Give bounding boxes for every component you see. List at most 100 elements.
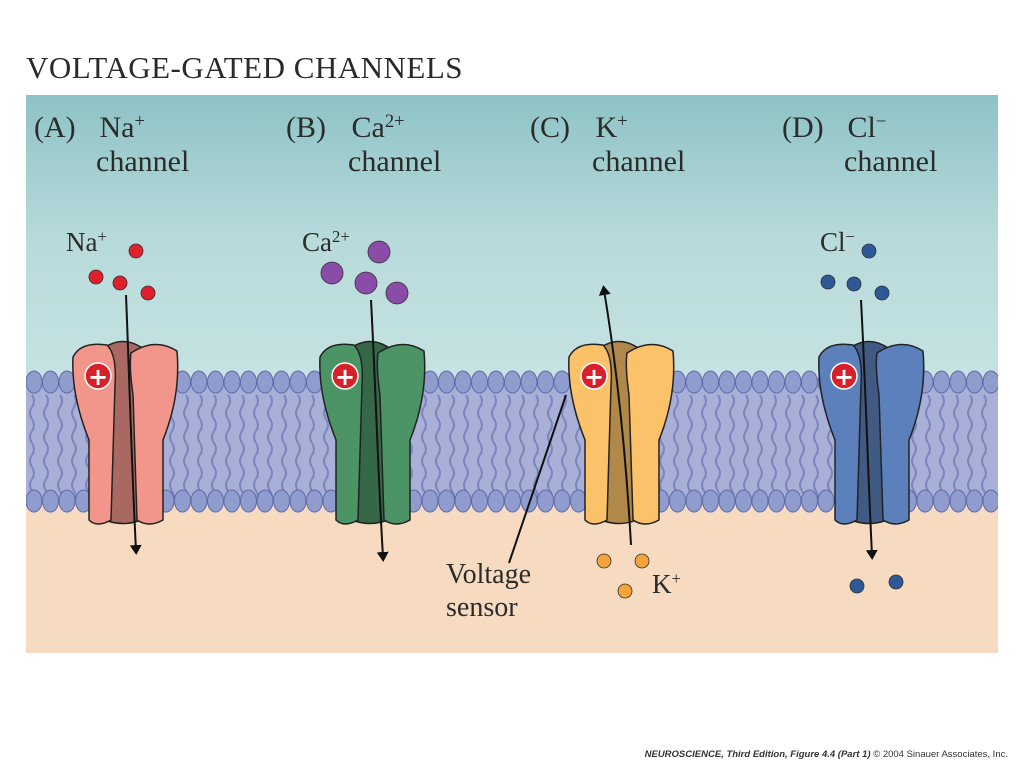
lipid-tail (267, 394, 273, 504)
lipid-tail (757, 394, 763, 504)
lipid-head (190, 489, 208, 513)
lipid-tail (799, 394, 805, 504)
lipid-tail (295, 394, 301, 504)
lipid-head (438, 489, 455, 513)
lipid-tail (519, 394, 525, 504)
voltage-sensor-icon (830, 362, 858, 390)
calcium-ion (385, 281, 409, 305)
ca-influx-arrow (370, 299, 389, 562)
lipid-tail (239, 394, 245, 504)
extracellular-space (26, 95, 998, 385)
lipid-tail (533, 394, 539, 504)
lipid-head (42, 489, 59, 513)
lipid-tail (43, 394, 49, 504)
lipid-head (421, 489, 439, 513)
lipid-head (454, 370, 472, 394)
lipid-head (669, 489, 686, 513)
lipid-head (26, 370, 43, 394)
lipid-tail (281, 394, 287, 504)
lipid-tail (715, 394, 721, 504)
lipid-head (26, 489, 43, 513)
lipid-head (190, 370, 208, 394)
sensor-plus-sign: + (88, 363, 108, 391)
lipid-tail (183, 394, 189, 504)
lipid-head (949, 370, 967, 394)
channel-left-subunit (72, 343, 117, 525)
lipid-tail (71, 394, 77, 504)
voltage-sensor-pointer (508, 394, 567, 564)
figure-title: VOLTAGE-GATED CHANNELS (26, 50, 464, 85)
header-b: (B) Ca2+ channel (286, 110, 442, 178)
lipid-head (306, 489, 323, 513)
header-c: (C) K+ channel (530, 110, 686, 178)
lipid-tail (29, 394, 35, 504)
lipid-head (471, 489, 488, 513)
lipid-tail (743, 394, 749, 504)
lipid-tail (253, 394, 259, 504)
lipid-head (504, 489, 521, 513)
lipid-head (438, 370, 455, 394)
lipid-head (537, 370, 554, 394)
lipid-head (751, 489, 769, 513)
channel-right-subunit (625, 343, 675, 525)
lipid-head (487, 489, 505, 513)
lipid-head (42, 370, 59, 394)
header-d: (D) Cl− channel (782, 110, 938, 178)
chloride-ion (888, 574, 904, 590)
lipid-head (240, 489, 257, 513)
chloride-ion (874, 285, 890, 301)
lipid-head (949, 489, 967, 513)
lipid-head (718, 370, 736, 394)
lipid-head (966, 370, 983, 394)
chloride-ion (820, 274, 836, 290)
channel-right-subunit (376, 343, 426, 525)
lipid-tail (505, 394, 511, 504)
sensor-plus-sign: + (834, 363, 854, 391)
lipid-head (240, 370, 257, 394)
ion-label-cl: Cl− (820, 226, 855, 257)
lipid-tail (57, 394, 63, 504)
diagram-panel: ++++ (A) Na+ channel (B) Ca2+ channel (C… (26, 95, 998, 653)
figure-credit: NEUROSCIENCE, Third Edition, Figure 4.4 … (644, 749, 1008, 760)
channels: ++++ (72, 340, 925, 525)
lipid-head (223, 489, 241, 513)
lipid-tail (981, 394, 987, 504)
ions (88, 240, 904, 599)
lipid-tail (953, 394, 959, 504)
lipid-head (685, 370, 703, 394)
lipid-tail (939, 394, 945, 504)
lipid-tail (925, 394, 931, 504)
voltage-sensor-label: Voltage sensor (446, 559, 532, 623)
lipid-head (289, 489, 307, 513)
lipid-head (966, 489, 983, 513)
lipid-tail (435, 394, 441, 504)
chloride-ion (849, 578, 865, 594)
lipid-head (273, 370, 290, 394)
lipid-head (916, 489, 934, 513)
lipid-tail (771, 394, 777, 504)
lipid-head (223, 370, 241, 394)
sensor-plus-sign: + (584, 363, 604, 391)
lipid-tail (197, 394, 203, 504)
lipid-head (553, 489, 571, 513)
lipid-tail (491, 394, 497, 504)
lipid-tail (211, 394, 217, 504)
lipid-head (702, 489, 719, 513)
cl-influx-arrow (860, 299, 878, 560)
lipid-head (735, 489, 752, 513)
lipid-tail (729, 394, 735, 504)
lipid-tail (323, 394, 329, 504)
lipid-head (718, 489, 736, 513)
lipid-tail (701, 394, 707, 504)
membrane-diagram: ++++ (26, 95, 998, 653)
lipid-head (933, 370, 950, 394)
ion-label-na: Na+ (66, 226, 107, 257)
ion-label-k: K+ (652, 568, 681, 599)
voltage-sensor-icon (331, 362, 359, 390)
potassium-ion (634, 553, 650, 569)
lipid-head (933, 489, 950, 513)
channel-left-subunit (568, 343, 613, 525)
na-influx-arrow (125, 294, 142, 555)
lipid-head (256, 370, 274, 394)
header-a: (A) Na+ channel (34, 110, 190, 178)
